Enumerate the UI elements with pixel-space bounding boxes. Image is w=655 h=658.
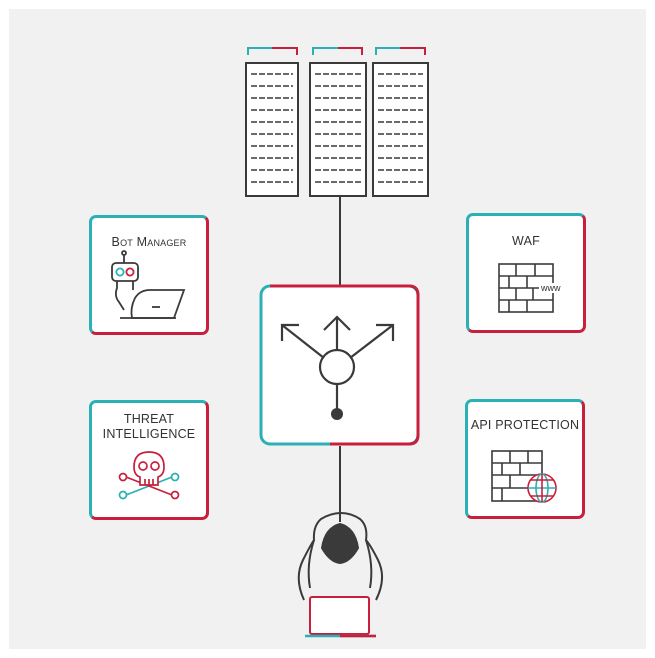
- server-middle: [309, 47, 367, 197]
- brick-wall-globe-icon: [491, 450, 557, 503]
- server-right: [372, 47, 429, 197]
- waf-card[interactable]: WAF www: [466, 213, 586, 333]
- traffic-split-icon: [280, 315, 395, 412]
- server-rack-icon: [245, 47, 429, 197]
- threat-label-line2: INTELLIGENCE: [102, 427, 196, 441]
- server-left: [245, 47, 299, 197]
- www-label: www: [539, 283, 563, 293]
- bot-manager-card[interactable]: Bot Manager: [89, 215, 209, 335]
- bot-manager-label: Bot Manager: [111, 235, 187, 249]
- threat-label-line1: THREAT: [123, 412, 175, 426]
- threat-intelligence-card[interactable]: THREAT INTELLIGENCE: [89, 400, 209, 520]
- brick-wall-icon: [498, 263, 554, 313]
- hooded-hacker-icon: [297, 511, 383, 638]
- skull-crossbones-icon: [118, 451, 180, 500]
- api-protection-card[interactable]: API PROTECTION: [465, 399, 585, 519]
- robot-laptop-icon: [111, 250, 186, 319]
- waf-label: WAF: [512, 234, 540, 248]
- router-node: [259, 284, 420, 446]
- api-protection-label: API PROTECTION: [470, 418, 580, 432]
